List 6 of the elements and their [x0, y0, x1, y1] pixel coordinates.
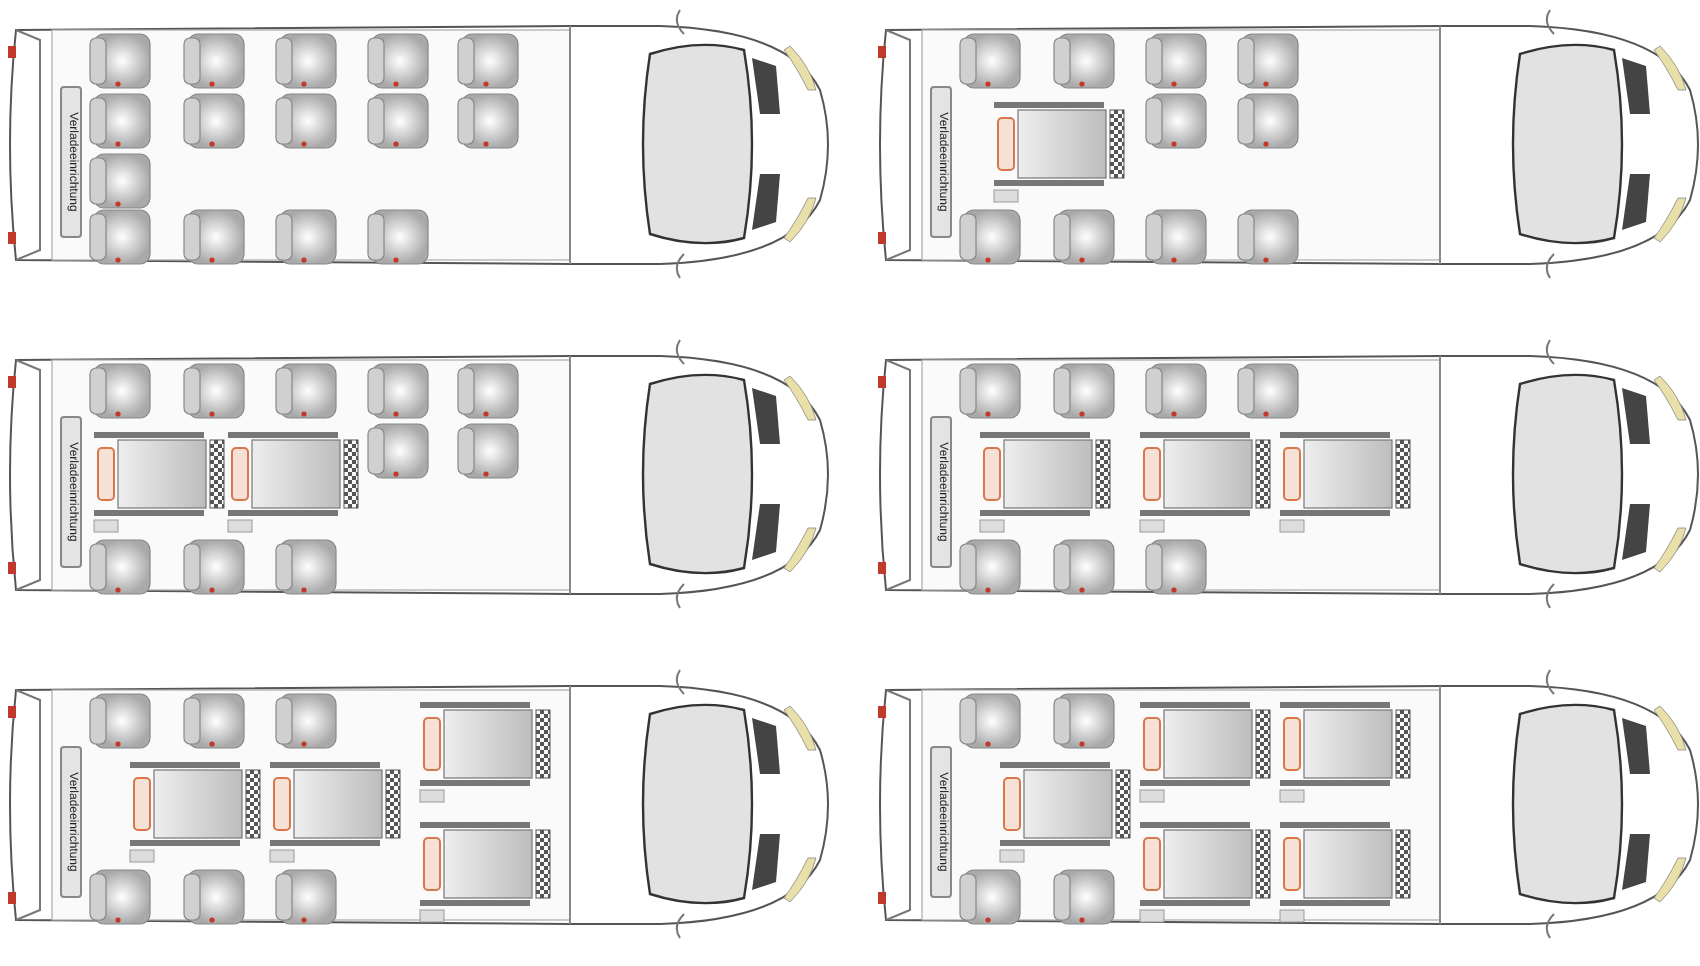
label-plate [930, 416, 952, 568]
label-plate [60, 416, 82, 568]
label-plate [60, 86, 82, 238]
label-plate [60, 746, 82, 898]
label-plate [930, 86, 952, 238]
label-plate [930, 746, 952, 898]
